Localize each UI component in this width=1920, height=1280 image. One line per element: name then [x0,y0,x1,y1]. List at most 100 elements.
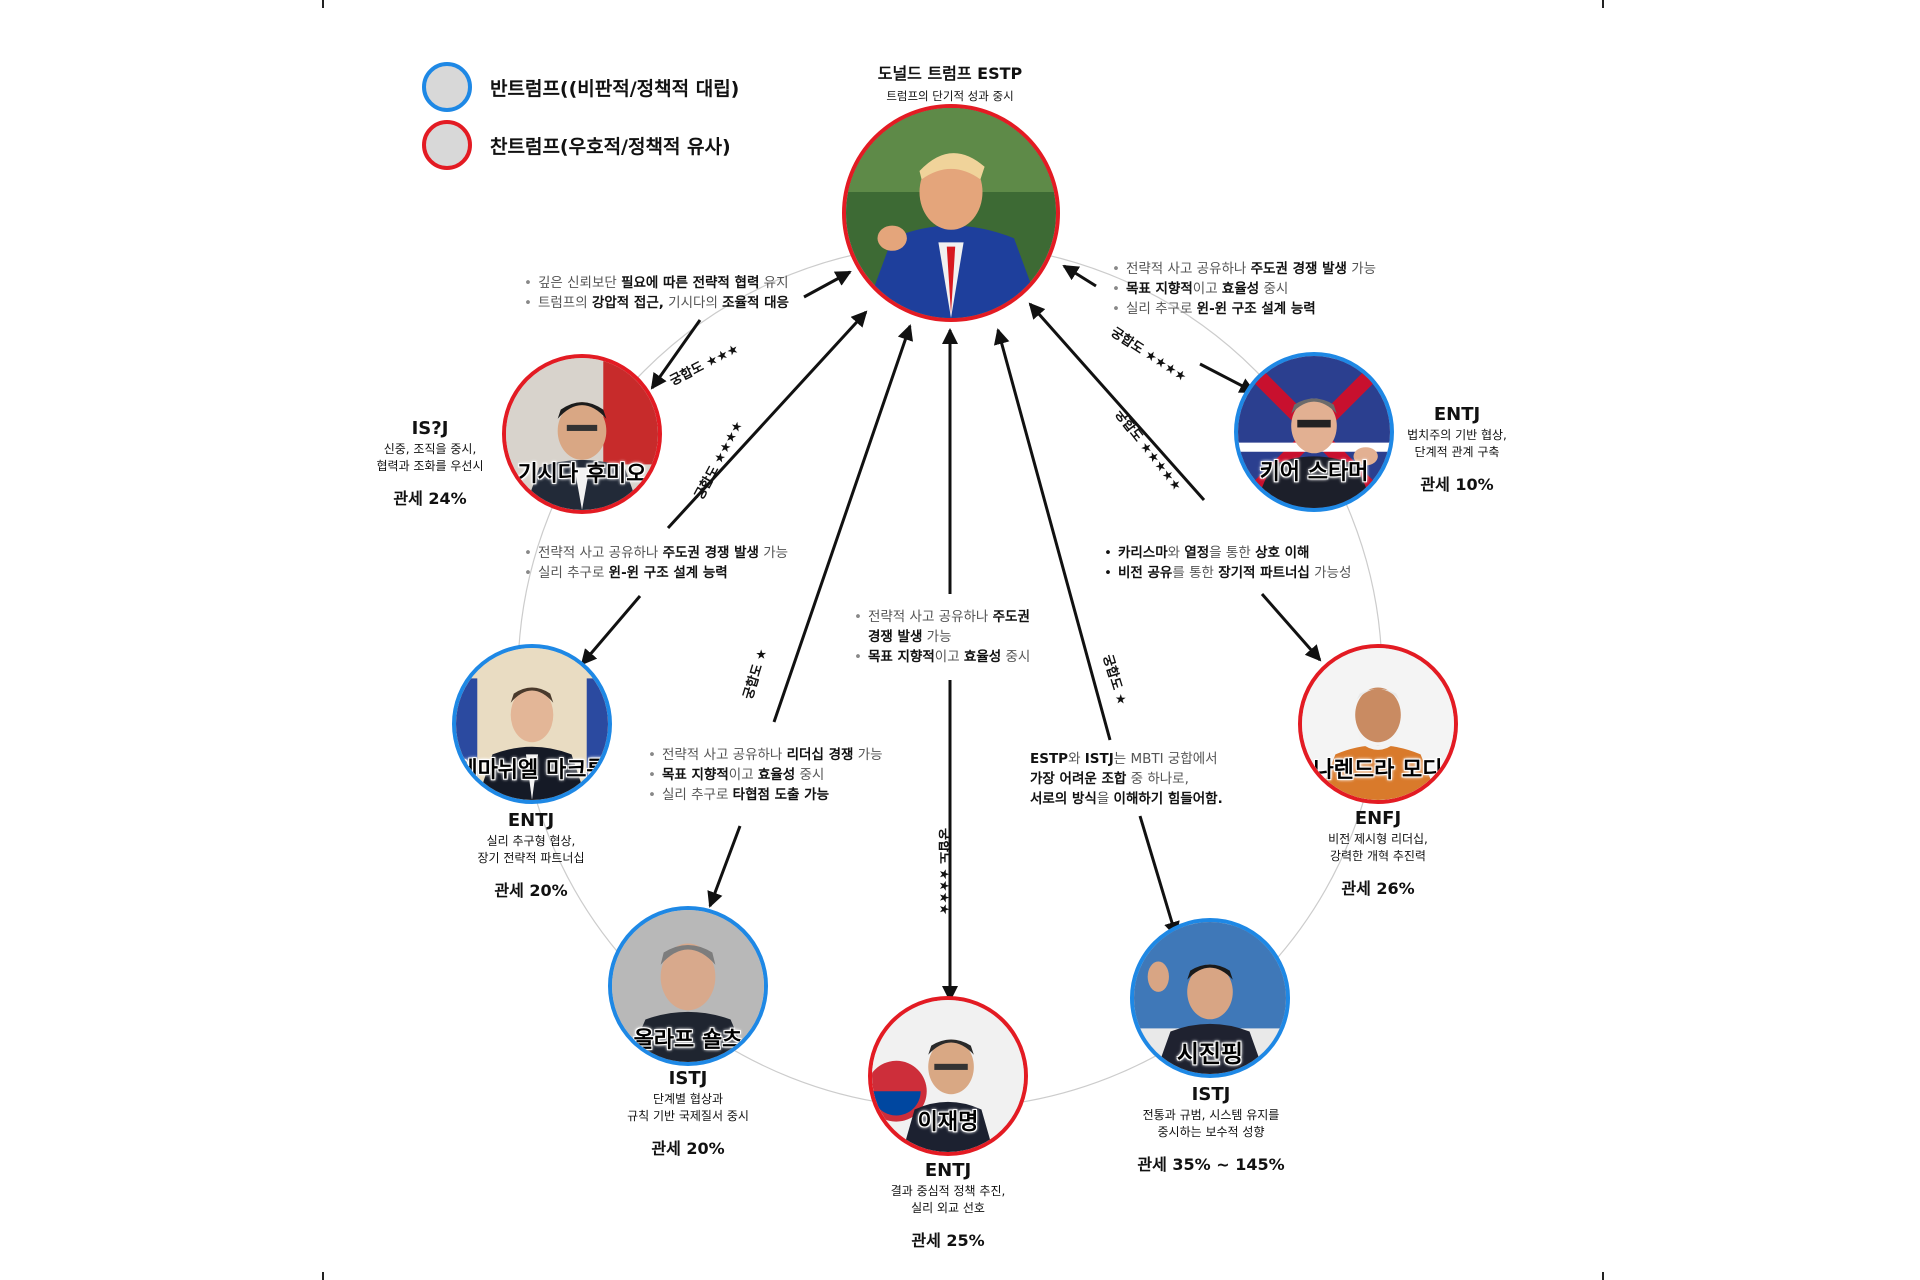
legend-pro-swatch [422,120,472,170]
note-line: ESTP와 ISTJ는 MBTI 궁합에서 [1030,749,1223,769]
note-text: 중시 [1001,649,1031,665]
legend-pro-trump: 찬트럼프(우호적/정책적 유사) [422,120,731,170]
frame-corner-top-left [322,0,332,8]
scholz-photo-icon [612,910,764,1062]
note-text: 이고 [728,767,758,783]
frame-corner-bottom-left [322,1272,332,1280]
note-emphasis: 효율성 [1221,281,1260,297]
bullet-icon: • [648,747,656,763]
modi-mbti: ENFJ [1354,808,1402,829]
modi-tariff: 관세 26% [1341,879,1415,898]
kishida-name: 기시다 후미오 [517,462,647,487]
macron-description: 실리 추구형 협상, 장기 전략적 파트너십 [477,834,585,865]
legend-anti-swatch [422,62,472,112]
note-emphasis: 가장 어려운 조합 [1030,771,1127,787]
note-text: 와 [1167,545,1185,561]
kishida-tariff: 관세 24% [393,489,467,508]
starmer-description: 법치주의 기반 협상, 단계적 관계 구축 [1407,428,1507,459]
macron-mbti: ENTJ [507,810,555,831]
note-emphasis: 열정 [1184,545,1210,561]
center-title-block: 도널드 트럼프 ESTP 트럼프의 단기적 성과 중시 [820,60,1080,104]
note-text: 가능 [922,629,952,645]
note-emphasis: 목표 지향적 [661,767,729,783]
lee-name: 이재명 [917,1110,979,1135]
macron-info: ENTJ 실리 추구형 협상, 장기 전략적 파트너십 관세 20% [456,810,606,901]
xi-info: ISTJ 전통과 규범, 시스템 유지를 중시하는 보수적 성향 관세 35% … [1116,1084,1306,1175]
scholz-portrait: 올라프 숄츠 [608,906,768,1066]
note-text: 중시 [1259,281,1289,297]
note-line: •실리 추구로 타협점 도출 가능 [648,785,883,805]
bullet-icon: • [648,787,656,803]
bullet-icon: • [524,275,532,291]
bullet-icon: • [524,295,532,311]
note-line: • 전략적 사고 공유하나 주도권 경쟁 발생 가능 [1112,259,1376,279]
note-emphasis: ESTP [1030,751,1069,767]
note-emphasis: 카리스마 [1117,545,1168,561]
note-emphasis: ISTJ [1084,751,1114,767]
trump-photo-icon [846,108,1056,318]
scholz-name: 올라프 숄츠 [633,1028,743,1053]
note-starmer: •전략적 사고 공유하나 주도권 경쟁 발생 가능•목표 지향적이고 효율성 중… [1112,259,1376,319]
note-line: •전략적 사고 공유하나 주도권 [854,607,1030,627]
legend-anti-trump: 반트럼프((비판적/정책적 대립) [422,62,739,112]
macron-photo-icon [456,648,608,800]
kishida-description: 신중, 조직을 중시, 협력과 조화를 우선시 [376,442,484,473]
frame-corner-top-right [1594,0,1604,8]
note-line: •비전 공유를 통한 장기적 파트너십 가능성 [1104,563,1351,583]
starmer-portrait: 키어 스타머 [1234,352,1394,512]
note-text: 가능 [1346,261,1377,277]
note-emphasis: 필요에 따른 전략적 협력 [621,275,760,291]
bullet-icon: • [854,649,862,665]
note-emphasis: 주도권 경쟁 발생 [1250,261,1347,277]
xi-tariff: 관세 35% ~ 145% [1137,1155,1285,1174]
arrow-kishida-to-trump [803,270,852,299]
arrow-trump-to-kishida [650,319,702,390]
bullet-icon: • [524,565,532,581]
note-line: •카리스마와 열정을 통한 상호 이해 [1104,543,1351,563]
note-text: 전략적 사고 공유하나 [1125,261,1251,277]
scholz-tariff: 관세 20% [651,1139,725,1158]
note-text: 을 [1096,791,1114,807]
macron-tariff: 관세 20% [494,881,568,900]
note-text: 유지 [759,275,789,291]
note-text: 와 [1068,751,1085,767]
note-emphasis: 조율적 대응 [722,295,789,311]
note-emphasis: 상호 이해 [1255,545,1310,561]
lee-portrait: 이재명 [868,996,1028,1156]
note-text: 트럼프의 [537,295,592,311]
note-emphasis: 장기적 파트너십 [1218,565,1310,581]
starmer-mbti: ENTJ [1433,404,1481,425]
note-emphasis: 주도권 [992,609,1030,625]
xi-name: 시진핑 [1176,1040,1244,1068]
bullet-icon: • [1112,261,1120,277]
note-emphasis: 효율성 [963,649,1002,665]
note-emphasis: 타협점 도출 가능 [732,787,829,803]
note-emphasis: 경쟁 발생 [868,629,923,645]
starmer-photo-icon [1238,356,1390,508]
lee-description: 결과 중심적 정책 추진, 실리 외교 선호 [890,1184,1006,1215]
note-line: •트럼프의 강압적 접근, 기시다의 조율적 대응 [524,293,789,313]
bullet-icon: • [1112,281,1120,297]
note-emphasis: 윈-윈 구조 설계 능력 [608,565,728,581]
note-text: 중 하나로, [1126,771,1189,787]
note-text: 기시다의 [663,295,723,311]
xi-mbti: ISTJ [1191,1084,1231,1105]
modi-info: ENFJ 비전 제시형 리더십, 강력한 개혁 추진력 관세 26% [1298,808,1458,899]
arrow-modi-to-trump [1028,302,1206,501]
legend-pro-label: 찬트럼프(우호적/정책적 유사) [490,135,731,158]
center-name: 도널드 트럼프 ESTP [877,64,1023,83]
note-text: 는 MBTI 궁합에서 [1113,751,1218,767]
note-text: 실리 추구로 [537,565,609,581]
bullet-icon: • [1104,545,1112,561]
arrow-xi-to-trump [993,328,1112,741]
bullet-icon: • [648,767,656,783]
note-emphasis: 윈-윈 구조 설계 능력 [1196,301,1316,317]
macron-name: 에마뉘엘 마크롱 [457,758,607,783]
lee-mbti: ENTJ [924,1160,972,1181]
note-text: 가능 [758,545,789,561]
note-emphasis: 리더십 경쟁 [786,747,854,763]
starmer-info: ENTJ 법치주의 기반 협상, 단계적 관계 구축 관세 10% [1392,404,1522,495]
note-line: •목표 지향적이고 효율성 중시 [854,647,1030,667]
